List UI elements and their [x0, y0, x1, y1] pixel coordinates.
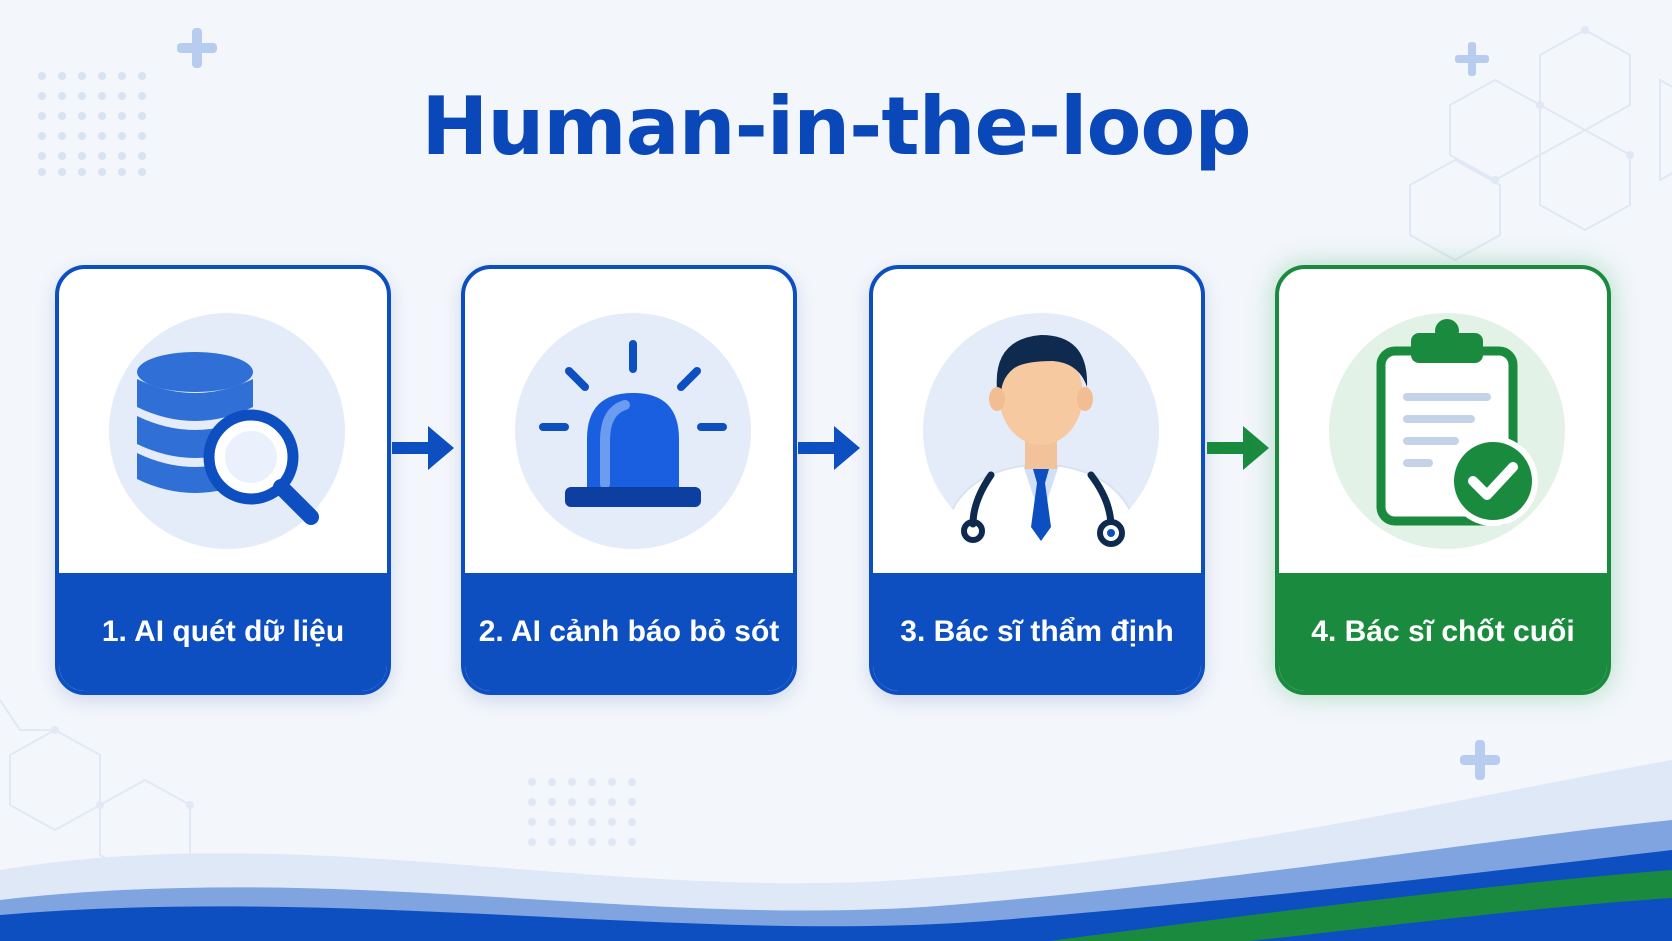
step-card-4: 4. Bác sĩ chốt cuối — [1275, 265, 1611, 695]
arrow-right-icon — [392, 426, 454, 470]
arrow-right-icon — [1207, 426, 1269, 470]
step-label: 2. AI cảnh báo bỏ sót — [478, 615, 780, 648]
step-label: 1. AI quét dữ liệu — [101, 615, 345, 648]
step-card-2: 2. AI cảnh báo bỏ sót — [461, 265, 797, 695]
step-card-3: 3. Bác sĩ thẩm định — [869, 265, 1205, 695]
plus-decoration — [177, 28, 1500, 780]
step-label: 4. Bác sĩ chốt cuối — [1311, 615, 1575, 648]
step-label: 3. Bác sĩ thẩm định — [900, 615, 1174, 648]
arrow-right-icon — [798, 426, 860, 470]
page-title: Human-in-the-loop — [421, 80, 1251, 173]
dot-grid-decoration — [38, 72, 146, 176]
alarm-siren-icon — [515, 313, 751, 549]
clipboard-check-icon — [1329, 313, 1565, 549]
step-card-1: 1. AI quét dữ liệu — [55, 265, 391, 695]
database-search-icon — [109, 313, 345, 549]
doctor-icon — [923, 313, 1159, 549]
